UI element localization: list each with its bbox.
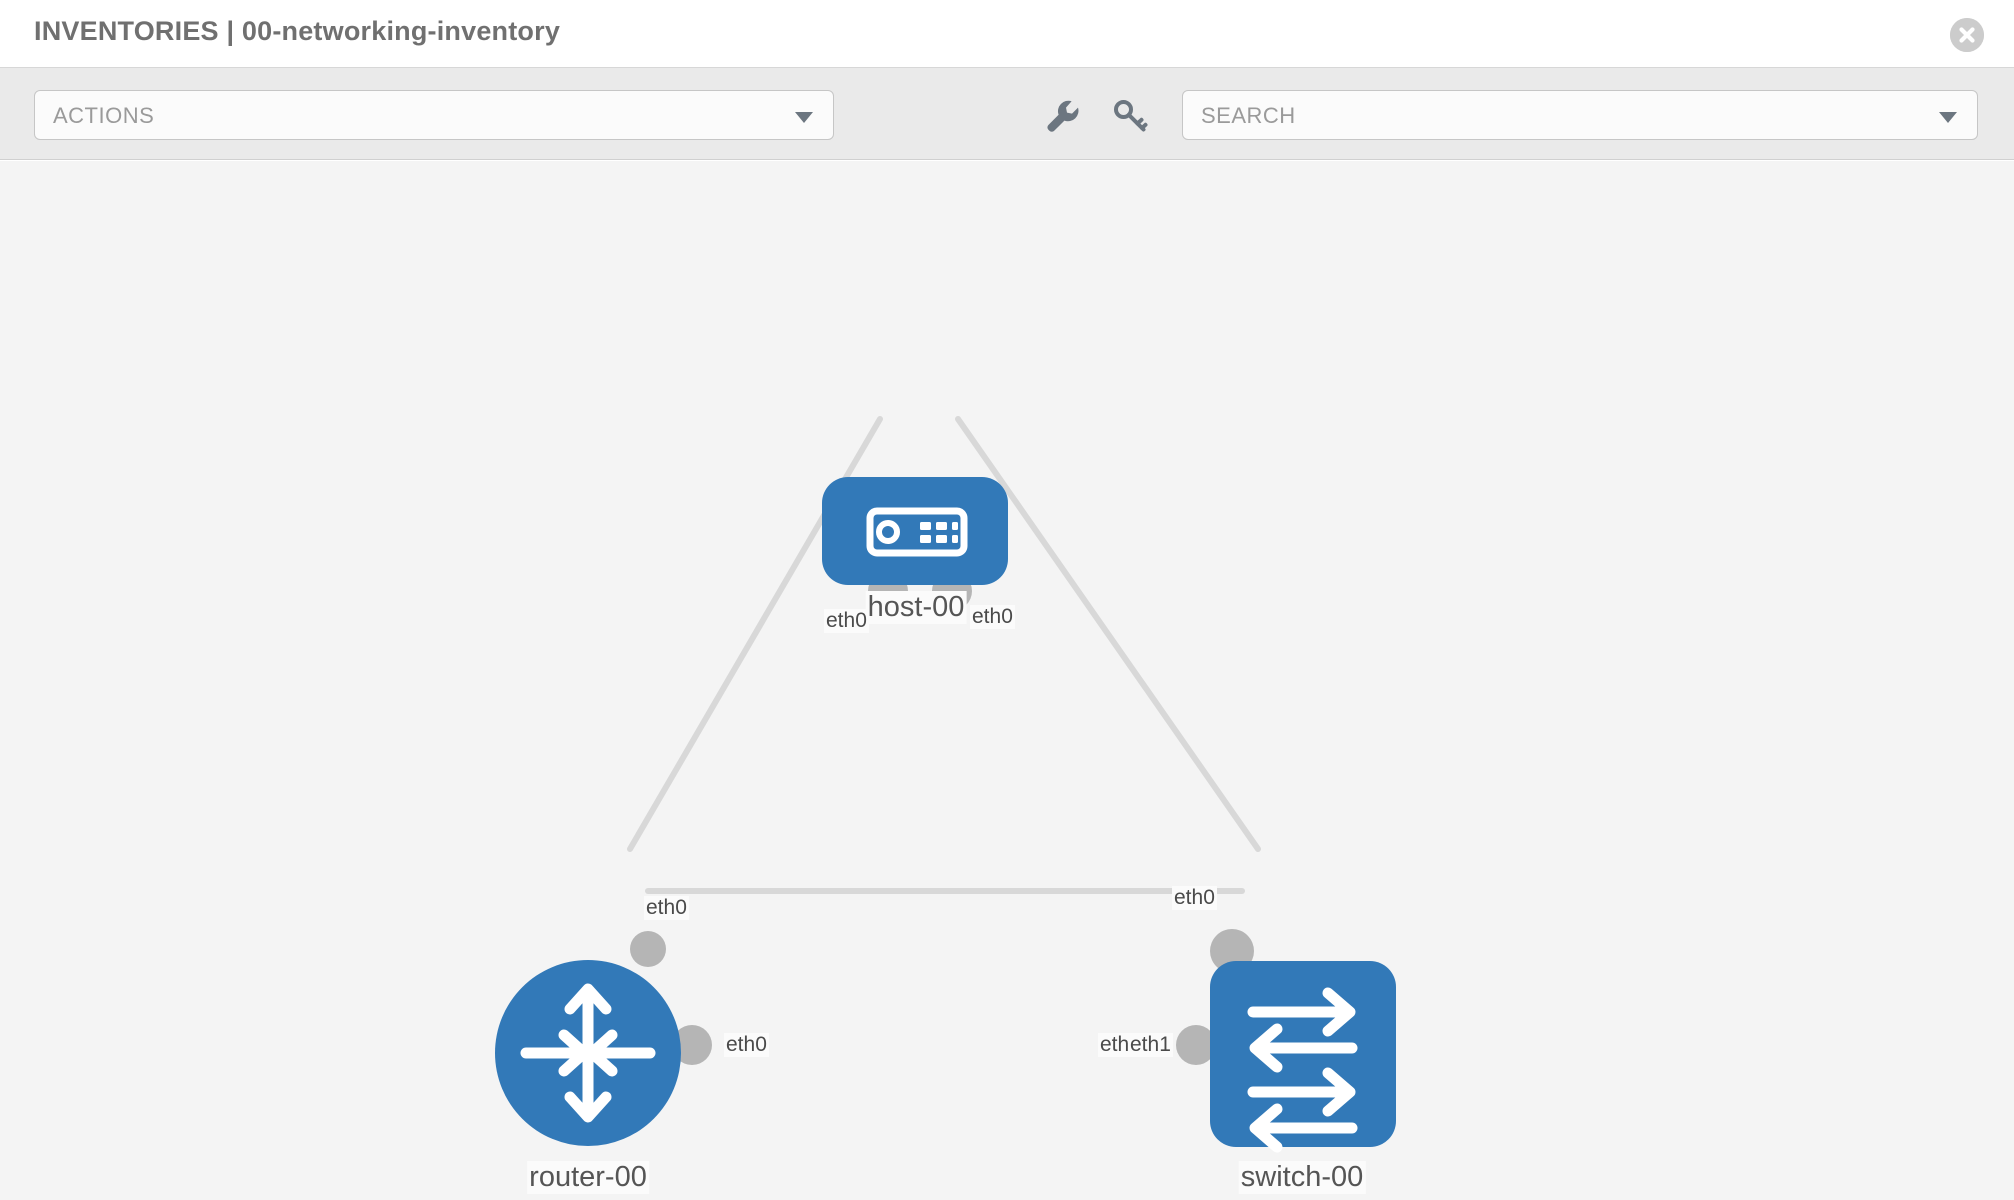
node-host-00[interactable] [822,477,1008,585]
link-host-switch [955,416,1261,852]
node-label-host-00: host-00 [865,591,967,624]
chevron-down-icon[interactable] [1939,112,1957,123]
edge-label-router-switch-dst: eth1 [1128,1033,1173,1057]
toolbar: ACTIONS SEARCH [0,68,2014,160]
actions-dropdown[interactable]: ACTIONS [34,90,834,140]
topology-canvas[interactable]: host-00 router-00 switch-00 eth0 eth0 et… [0,161,2014,1200]
search-placeholder: SEARCH [1201,103,1296,128]
page-header: INVENTORIES | 00-networking-inventory [0,0,2014,68]
topology-connectors [630,571,1254,1065]
node-label-switch-00: switch-00 [1238,1161,1366,1194]
search-input[interactable]: SEARCH [1182,90,1978,140]
router-arrows-icon [520,983,656,1123]
close-icon[interactable] [1950,18,1984,52]
topology-graph [495,416,1396,1153]
edge-label-host-switch-src: eth0 [970,605,1015,629]
chevron-down-icon [795,112,813,123]
node-label-router-00: router-00 [527,1161,649,1194]
edge-label-switch-host: eth0 [1172,886,1217,910]
edge-label-router-host: eth0 [644,896,689,920]
actions-dropdown-label: ACTIONS [53,103,155,128]
switch-arrows-icon [1247,987,1358,1153]
connector-router-right [672,1025,712,1065]
connector-router-up [630,931,666,967]
node-switch-00[interactable] [1210,961,1396,1153]
wrench-icon[interactable] [1040,94,1084,138]
node-router-00[interactable] [495,960,681,1146]
edge-label-router-switch-src: eth0 [724,1033,769,1057]
edge-label-router-switch-overlap: eth [1098,1033,1132,1057]
key-icon[interactable] [1108,94,1152,138]
server-icon [866,507,968,557]
page-title: INVENTORIES | 00-networking-inventory [34,16,561,46]
edge-label-host-router-src: eth0 [824,609,869,633]
connector-switch-left [1176,1025,1216,1065]
